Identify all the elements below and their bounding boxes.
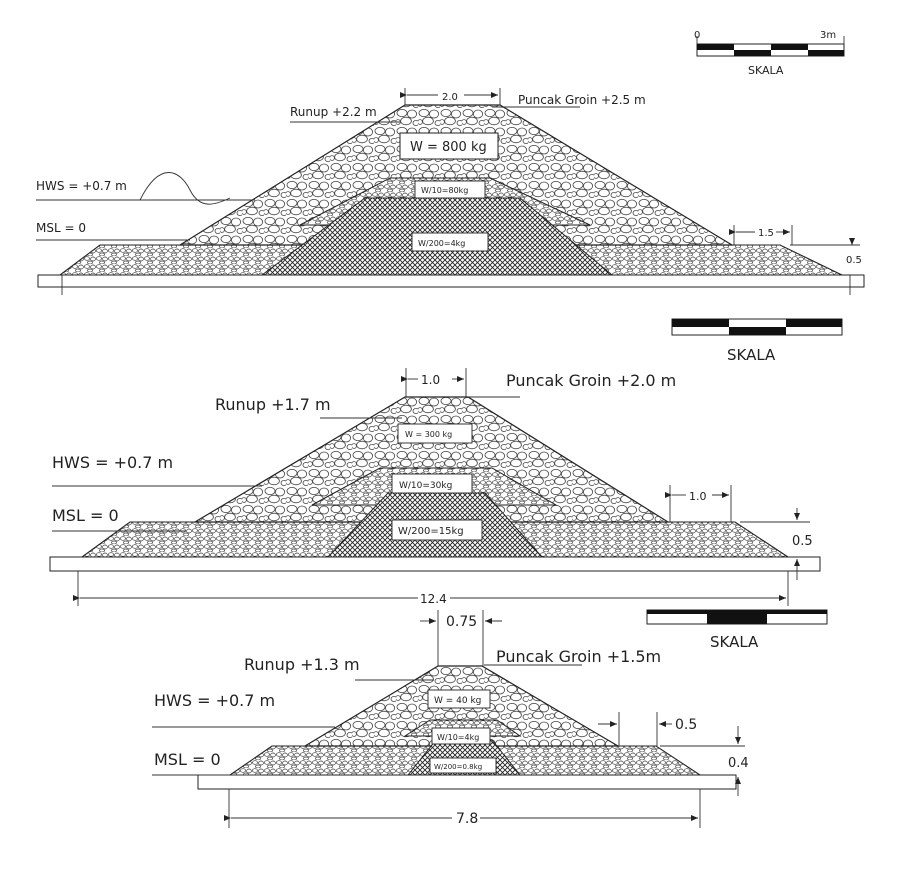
- crest-width: 1.0: [421, 373, 440, 387]
- msl-label: MSL = 0: [154, 750, 221, 769]
- base-width: 7.8: [456, 811, 478, 827]
- base-width: 12.4: [420, 592, 447, 606]
- crest-width: 2.0: [442, 92, 458, 103]
- scale-bar-3: SKALA: [646, 609, 828, 651]
- scale-bar-2: SKALA: [671, 318, 843, 364]
- msl-label: MSL = 0: [36, 221, 86, 235]
- hws-label: HWS = +0.7 m: [36, 179, 127, 193]
- toe-height: 0.5: [792, 534, 813, 549]
- core-weight: W/200=0.8kg: [434, 763, 482, 771]
- armor-weight: W = 800 kg: [410, 140, 487, 155]
- runup-label: Runup +2.2 m: [290, 105, 377, 119]
- base-plate: [37, 274, 865, 288]
- toe-height: 0.4: [728, 756, 749, 771]
- scale-end-label: 3m: [820, 30, 836, 41]
- scale-bar-1: 0 3m SKALA: [694, 30, 845, 77]
- secondary-weight: W/10=4kg: [437, 733, 479, 742]
- section-3: SKALA 0.75 Puncak Groin +1.5m Runup +1.3…: [152, 609, 828, 828]
- toe-height: 0.5: [846, 255, 862, 266]
- section-1: 0 3m SKALA 2.0 Runup +2.2 m Puncak Groin…: [36, 30, 865, 295]
- hws-label: HWS = +0.7 m: [52, 453, 173, 472]
- hws-label: HWS = +0.7 m: [154, 691, 275, 710]
- scale-label: SKALA: [727, 346, 776, 364]
- section-2: SKALA 1.0 Puncak Groin +2.0 m Runup +1.7…: [49, 318, 843, 606]
- berm-width: 1.0: [689, 490, 707, 503]
- core-weight: W/200=15kg: [398, 526, 464, 537]
- crest-width: 0.75: [446, 614, 477, 630]
- runup-label: Runup +1.7 m: [215, 395, 331, 414]
- crest-elevation-label: Puncak Groin +2.5 m: [518, 93, 646, 107]
- berm-width: 0.5: [675, 717, 697, 733]
- crest-elevation-label: Puncak Groin +1.5m: [496, 647, 661, 666]
- base-plate: [49, 556, 821, 572]
- crest-elevation-label: Puncak Groin +2.0 m: [506, 371, 676, 390]
- secondary-weight: W/10=30kg: [399, 481, 452, 491]
- core-weight: W/200=4kg: [418, 239, 465, 248]
- runup-label: Runup +1.3 m: [244, 655, 360, 674]
- msl-label: MSL = 0: [52, 506, 119, 525]
- base-plate: [197, 774, 737, 790]
- scale-label: SKALA: [710, 633, 759, 651]
- scale-start-label: 0: [694, 30, 700, 41]
- armor-weight: W = 40 kg: [434, 696, 481, 706]
- scale-label: SKALA: [748, 64, 784, 77]
- armor-weight: W = 300 kg: [405, 430, 452, 439]
- berm-width: 1.5: [758, 228, 774, 239]
- secondary-weight: W/10=80kg: [421, 186, 468, 195]
